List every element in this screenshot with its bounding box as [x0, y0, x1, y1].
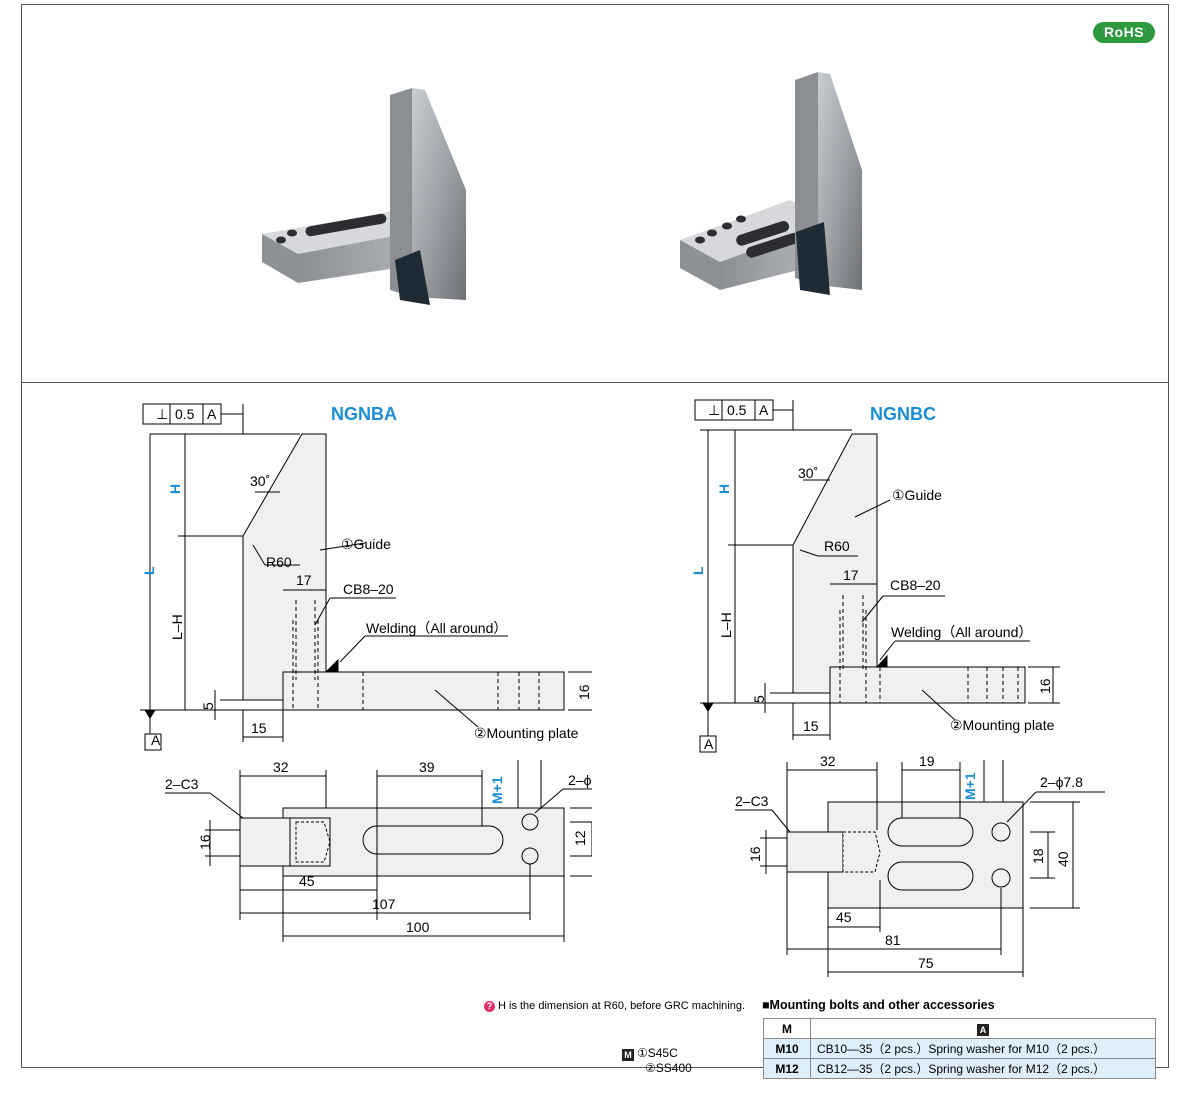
slot-hole-top: [887, 817, 974, 847]
guide-body-c: [792, 433, 878, 694]
dim-h-c: H: [716, 484, 732, 494]
tolerance-value: 0.5: [175, 406, 195, 422]
phi-label-c: 2–ϕ7.8: [1040, 774, 1083, 790]
cb-label-c: CB8–20: [890, 577, 941, 593]
dim-m-plus: M+1: [489, 776, 505, 804]
dim-l: L: [141, 566, 157, 575]
angle-label-c: 30˚: [798, 465, 818, 481]
row-m: M10: [763, 1038, 811, 1059]
dim-l-c: L: [690, 566, 706, 575]
drawing-ngnbc: ⊥ 0.5 A NGNBC 30˚ R60 ①Guide 17 CB8–20 W…: [690, 399, 1105, 977]
rohs-badge: RoHS: [1093, 22, 1155, 43]
dim-lh: L–H: [169, 614, 185, 640]
hole-top: [521, 813, 539, 831]
product-photos: [262, 72, 862, 305]
dim-100: 100: [406, 919, 430, 935]
perp-symbol-c: ⊥: [708, 402, 720, 418]
h-note: ?H is the dimension at R60, before GRC m…: [484, 1000, 745, 1012]
table-header: M A: [763, 1018, 1156, 1039]
dim-16-plan-c: 16: [747, 846, 763, 862]
info-icon: ?: [484, 1001, 495, 1012]
dim-19-c: 19: [919, 753, 935, 769]
material-line-1: ①S45C: [637, 1046, 678, 1060]
dim-h: H: [167, 484, 183, 494]
c3-label: 2–C3: [165, 776, 199, 792]
photo-ngnba: [262, 88, 466, 305]
dim-45-c: 45: [836, 909, 852, 925]
dim-17: 17: [296, 572, 312, 588]
row-desc: CB10—35（2 pcs.）Spring washer for M10（2 p…: [810, 1038, 1156, 1059]
dim-39: 39: [419, 759, 435, 775]
dim-16-plan: 16: [197, 834, 213, 850]
dim-5-c: 5: [751, 695, 767, 703]
table-row: M12 CB12—35（2 pcs.）Spring washer for M12…: [763, 1058, 1156, 1079]
row-m: M12: [763, 1058, 811, 1079]
dim-m-plus-c: M+1: [962, 772, 978, 800]
radius-label: R60: [266, 554, 292, 570]
dim-18-c: 18: [1030, 848, 1046, 864]
dim-15-c: 15: [803, 718, 819, 734]
cb-label: CB8–20: [343, 581, 394, 597]
dim-17-c: 17: [843, 567, 859, 583]
hole-top-c: [991, 822, 1011, 842]
h-note-text: H is the dimension at R60, before GRC ma…: [498, 1000, 746, 1012]
col-a-header: A: [810, 1018, 1156, 1039]
phi-label: 2–ϕ7.8: [568, 772, 592, 788]
material-key-icon: M: [622, 1049, 634, 1061]
material-line-2: ②SS400: [645, 1061, 692, 1075]
guide-body: [242, 433, 327, 701]
guide-label: ①Guide: [341, 536, 391, 552]
dim-81-c: 81: [885, 932, 901, 948]
perp-symbol: ⊥: [156, 406, 168, 422]
mounting-plate-side: [282, 671, 565, 711]
row-desc: CB12—35（2 pcs.）Spring washer for M12（2 p…: [810, 1058, 1156, 1079]
dim-15: 15: [251, 720, 267, 736]
welding-label: Welding（All around）: [366, 620, 507, 636]
title-ngnbc: NGNBC: [870, 404, 936, 424]
photo-ngnbc: [680, 72, 862, 295]
tolerance-datum-c: A: [759, 402, 769, 418]
dim-45: 45: [299, 873, 315, 889]
plan-guide-c: [786, 831, 844, 873]
radius-label-c: R60: [824, 538, 850, 554]
a-key-icon: A: [977, 1023, 989, 1036]
slot-hole-bottom: [887, 861, 974, 891]
accessories-table: M A M10 CB10—35（2 pcs.）Spring washer for…: [763, 1018, 1156, 1079]
title-ngnba: NGNBA: [331, 404, 397, 424]
welding-label-c: Welding（All around）: [891, 624, 1032, 640]
plan-guide: [239, 817, 297, 867]
tolerance-datum: A: [207, 406, 217, 422]
mounting-plate-label: ②Mounting plate: [474, 725, 579, 741]
mounting-plate-label-c: ②Mounting plate: [950, 717, 1055, 733]
c3-label-c: 2–C3: [735, 793, 769, 809]
dim-5: 5: [200, 702, 216, 710]
angle-label: 30˚: [250, 473, 270, 489]
drawing-ngnba: ⊥ 0.5 A NGNBA 30˚ R60 ①Guide 17 CB8–20 W…: [140, 403, 592, 942]
figure-frame: [21, 4, 1169, 1068]
section-divider: [21, 382, 1169, 383]
dim-40-c: 40: [1055, 851, 1071, 867]
datum-label: A: [151, 732, 161, 748]
col-m-header: M: [763, 1018, 811, 1039]
datum-box: [144, 733, 162, 751]
hole-bottom-c: [991, 868, 1011, 888]
dim-75-c: 75: [918, 955, 934, 971]
guide-label-c: ①Guide: [892, 487, 942, 503]
dim-12: 12: [572, 830, 588, 846]
dim-107: 107: [372, 896, 396, 912]
dim-16: 16: [576, 684, 592, 700]
mounting-plate-side-c: [829, 666, 1026, 704]
table-row: M10 CB10—35（2 pcs.）Spring washer for M10…: [763, 1038, 1156, 1059]
slot-hole: [362, 825, 504, 855]
dim-16-c: 16: [1037, 678, 1053, 694]
datum-label-c: A: [704, 736, 714, 752]
accessories-title: ■Mounting bolts and other accessories: [762, 998, 995, 1012]
tolerance-value-c: 0.5: [727, 402, 747, 418]
dim-32-c: 32: [820, 753, 836, 769]
dim-lh-c: L–H: [718, 612, 734, 638]
dim-32: 32: [273, 759, 289, 775]
